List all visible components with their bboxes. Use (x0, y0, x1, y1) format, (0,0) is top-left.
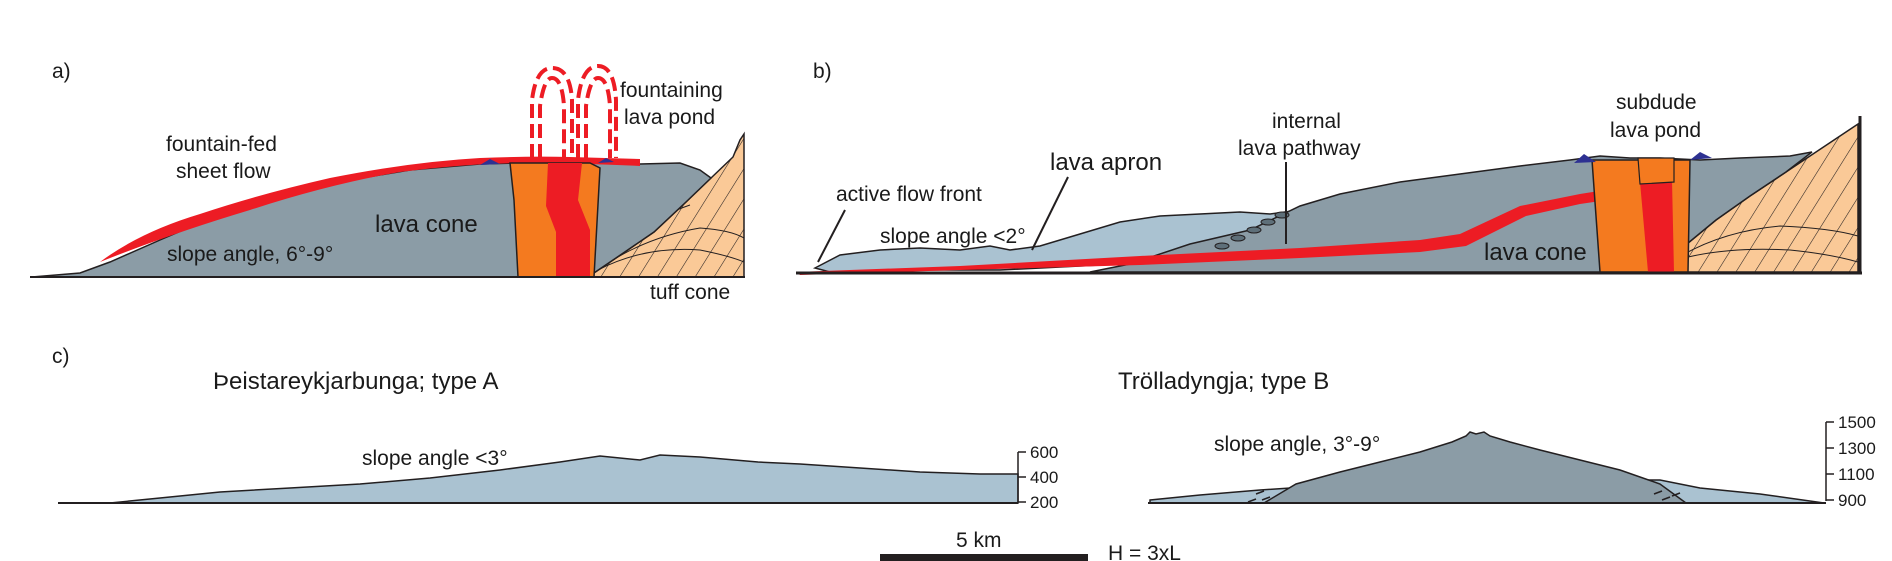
apron-lenses (1214, 211, 1290, 250)
title-trolladyngja: Trölladyngja; type B (1118, 368, 1329, 395)
tick-900: 900 (1838, 491, 1866, 510)
leader-active-flow-front (817, 209, 846, 263)
tick-1300: 1300 (1838, 439, 1876, 458)
label-tuff-cone: tuff cone (650, 281, 730, 304)
internal-lava-pathway (796, 178, 1690, 275)
tick-600: 600 (1030, 443, 1058, 462)
panel-c-letter: c) (52, 345, 70, 368)
scale-left: 600 400 200 (1017, 443, 1058, 512)
panel-a: a) fountain-fed sheet flow (30, 60, 745, 304)
scale-bar: 5 km H = 3xL (880, 529, 1181, 561)
label-slope-angle-c-right: slope angle, 3°-9° (1214, 433, 1380, 456)
label-slope-angle-a: slope angle, 6°-9° (167, 243, 333, 266)
title-theistareykjarbunga: Þeistareykjarbunga; type A (213, 368, 499, 395)
pond-blue-b2 (1690, 152, 1712, 160)
lava-fountains (530, 63, 618, 158)
tuff-layering-b (1661, 225, 1858, 269)
label-lava-apron: lava apron (1050, 149, 1162, 176)
label-fountain-fed: fountain-fed (166, 133, 277, 156)
scale-bar-label: 5 km (956, 529, 1002, 552)
panel-b-letter: b) (813, 60, 832, 83)
conduit-core-b (1640, 180, 1674, 272)
label-lava-pond-b: lava pond (1610, 119, 1701, 142)
label-internal: internal (1272, 110, 1341, 133)
label-lava-cone-a: lava cone (375, 211, 478, 238)
profile-trolladyngja-cone (1261, 431, 1689, 504)
label-subdude: subdude (1616, 91, 1697, 114)
tick-1100: 1100 (1838, 465, 1875, 484)
profile-theistareykjarbunga (109, 454, 1019, 504)
label-active-flow-front: active flow front (836, 183, 982, 206)
tick-1500: 1500 (1838, 413, 1876, 432)
label-slope-angle-c-left: slope angle <3° (362, 447, 508, 470)
label-lava-pond-a: lava pond (624, 106, 715, 129)
panel-c: c) Þeistareykjarbunga; type A slope angl… (52, 345, 1876, 561)
label-lava-cone-b: lava cone (1484, 239, 1587, 266)
vertical-exaggeration: H = 3xL (1108, 542, 1181, 561)
panel-b: b) (796, 60, 1862, 275)
scale-right: 1500 1300 1100 900 (1825, 413, 1876, 510)
pond-blue-b1 (1574, 154, 1596, 163)
label-lava-pathway: lava pathway (1238, 137, 1361, 160)
pond-blue-a2 (598, 158, 614, 163)
tick-400: 400 (1030, 468, 1058, 487)
leader-lava-apron (1031, 176, 1069, 251)
label-sheet-flow: sheet flow (176, 160, 271, 183)
tick-200: 200 (1030, 493, 1058, 512)
subdude-pond-hollow (1637, 157, 1675, 185)
panel-a-letter: a) (52, 60, 71, 83)
lenses-trolladyngja (1247, 490, 1681, 503)
label-fountaining: fountaining (620, 79, 723, 102)
pond-blue-a1 (480, 159, 500, 165)
lava-cone-body-a (31, 161, 713, 278)
conduit-core-a (546, 163, 590, 277)
label-slope-angle-b: slope angle <2° (880, 225, 1026, 248)
